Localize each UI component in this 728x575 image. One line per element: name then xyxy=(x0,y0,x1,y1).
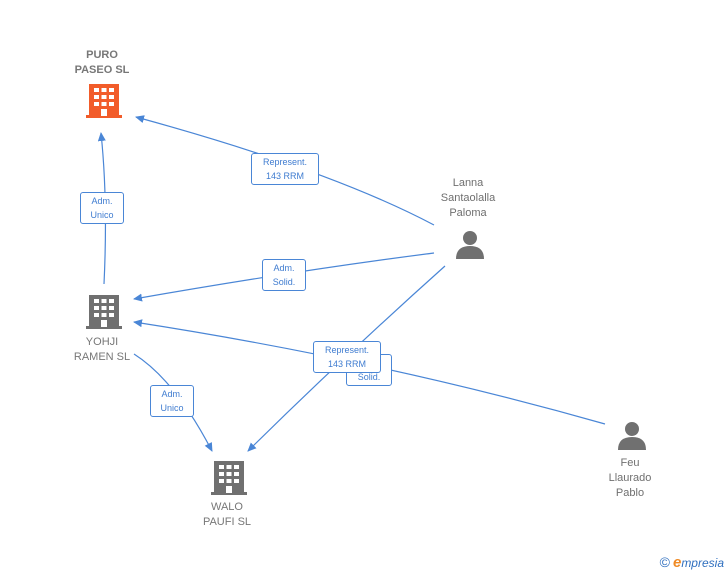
edge-label-line: Adm. xyxy=(273,263,295,273)
edge-label-line: Adm. xyxy=(91,196,113,206)
edge-label-line: 143 RRM xyxy=(327,359,366,369)
label-line: Paloma xyxy=(449,207,487,219)
person-label-lanna[interactable]: Lanna Santaolalla Paloma xyxy=(420,176,516,221)
edge-label-line: Represent. xyxy=(324,345,370,355)
edge-label-lanna-puro[interactable]: Represent. 143 RRM xyxy=(251,153,319,185)
edge-label-line: Solid. xyxy=(272,277,296,287)
label-line: Santaolalla xyxy=(440,192,496,204)
label-line: PAUFI SL xyxy=(202,516,252,528)
edge-label-yohji-walo[interactable]: Adm. Unico xyxy=(150,385,194,417)
person-icon xyxy=(618,422,646,450)
edge-label-line: Solid. xyxy=(357,372,381,382)
label-line: Lanna xyxy=(452,177,484,189)
company-label-puro-paseo[interactable]: PURO PASEO SL xyxy=(54,48,150,78)
person-icon xyxy=(456,231,484,259)
person-label-feu[interactable]: Feu Llaurado Pablo xyxy=(582,456,678,501)
label-line: RAMEN SL xyxy=(73,351,131,363)
label-line: YOHJI xyxy=(85,336,119,348)
company-label-yohji-ramen[interactable]: YOHJI RAMEN SL xyxy=(54,335,150,365)
brand-name: mpresia xyxy=(681,556,724,570)
brand-initial: e xyxy=(672,554,682,571)
edge-label-feu-yohji[interactable]: Represent. 143 RRM xyxy=(313,341,381,373)
edge-label-line: Represent. xyxy=(262,157,308,167)
label-line: PASEO SL xyxy=(74,64,130,76)
label-line: Feu xyxy=(620,457,640,469)
label-line: Pablo xyxy=(615,487,645,499)
building-icon xyxy=(211,461,247,495)
label-line: PURO xyxy=(86,49,118,61)
building-icon xyxy=(86,84,122,118)
label-line: WALO xyxy=(211,501,243,513)
edge-label-line: Unico xyxy=(160,403,184,413)
empresia-watermark: ©empresia xyxy=(660,554,724,571)
edge-label-yohji-puro[interactable]: Adm. Unico xyxy=(80,192,124,224)
building-icon xyxy=(86,295,122,329)
edge-label-lanna-yohji[interactable]: Adm. Solid. xyxy=(262,259,306,291)
company-label-walo-paufi[interactable]: WALO PAUFI SL xyxy=(179,500,275,530)
edge-label-line: Unico xyxy=(90,210,114,220)
copyright-icon: © xyxy=(659,554,670,570)
label-line: Llaurado xyxy=(608,472,652,484)
edge-label-line: Adm. xyxy=(161,389,183,399)
edge-label-line: 143 RRM xyxy=(265,171,304,181)
